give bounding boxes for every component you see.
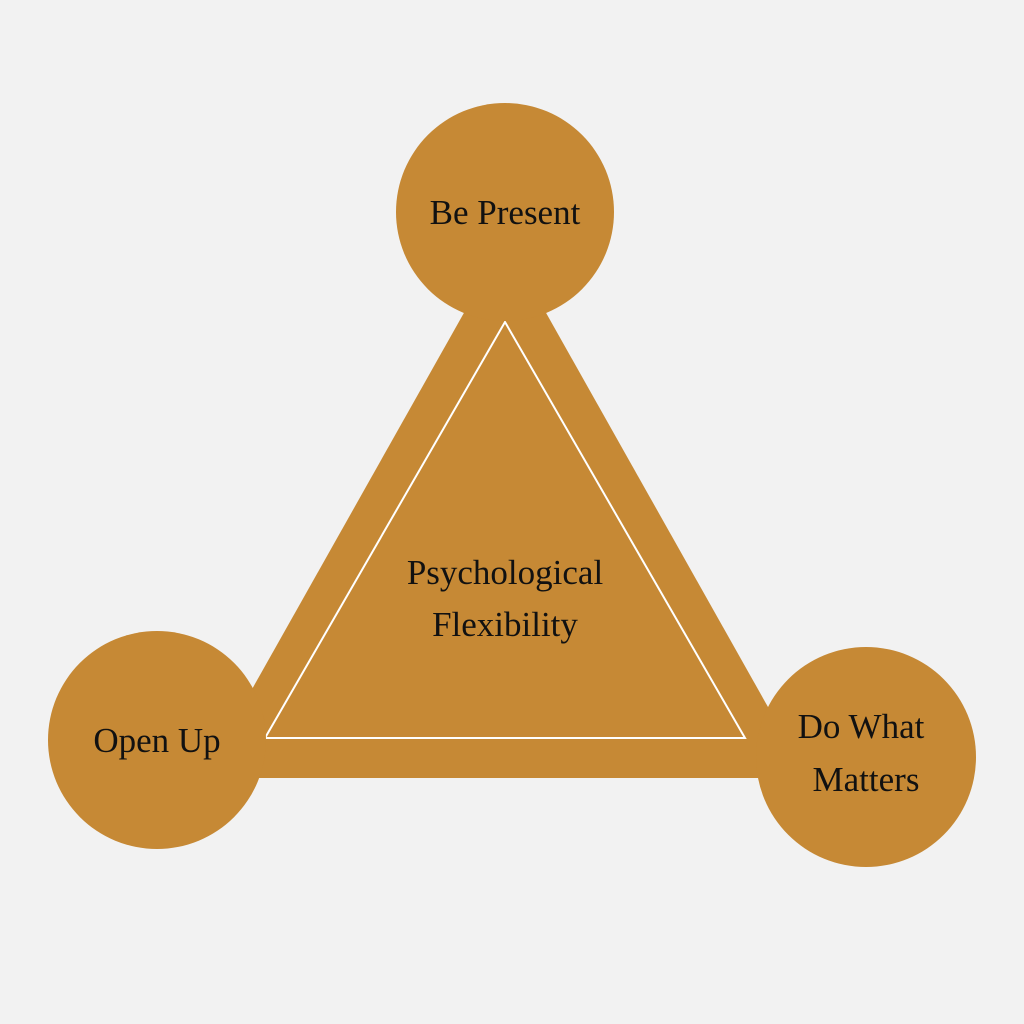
center-label-flexibility: Flexibility <box>432 605 578 644</box>
center-label-psychological: Psychological <box>407 553 604 592</box>
node-circle-be-present <box>396 103 614 321</box>
node-label-matters: Matters <box>813 760 920 799</box>
node-label-be-present: Be Present <box>430 193 581 232</box>
node-circle-open-up <box>48 631 266 849</box>
node-label-open-up: Open Up <box>93 721 220 760</box>
inner-triangle-outline <box>263 319 747 739</box>
node-label-do-what: Do What <box>798 707 925 746</box>
node-circle-do-what-matters <box>756 647 976 867</box>
